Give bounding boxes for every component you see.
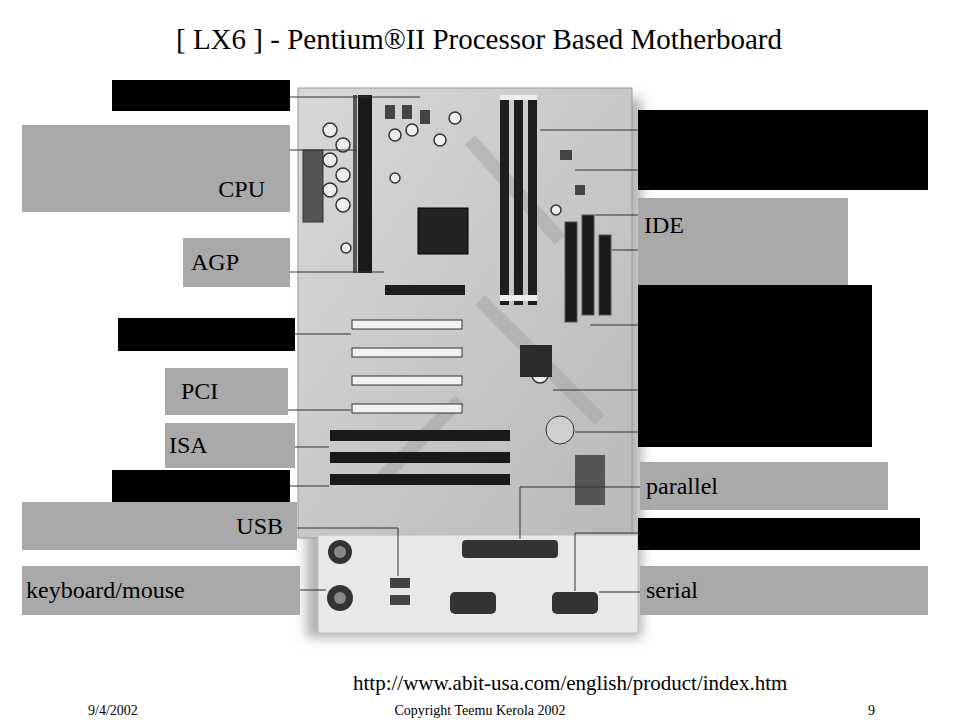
ps2-ports — [327, 540, 353, 611]
source-url: http://www.abit-usa.com/english/product/… — [353, 672, 787, 695]
chipset — [520, 345, 552, 377]
part-label: USB — [236, 513, 283, 539]
part-label: AGP — [191, 249, 239, 275]
isa-slots — [330, 430, 510, 485]
part-label: serial — [646, 577, 698, 603]
chipset — [418, 208, 468, 254]
part-label: IDE — [644, 212, 684, 238]
label-box: PCI — [165, 368, 288, 415]
label-box: serial — [640, 566, 928, 615]
memory-slots — [500, 95, 537, 305]
label-box: USB — [22, 502, 297, 550]
part-label: keyboard/mouse — [26, 577, 185, 603]
label-box: CPU — [22, 125, 290, 212]
ide-connectors — [565, 215, 611, 322]
part-label: ISA — [169, 432, 208, 458]
label-box: IDE — [638, 198, 848, 285]
capacitors — [323, 112, 561, 383]
footer-text: 9 — [868, 703, 875, 718]
agp-slot — [385, 285, 465, 295]
back-panel — [318, 535, 638, 633]
leader-line — [288, 97, 640, 592]
circuit-board — [298, 88, 632, 538]
part-label: CPU — [218, 176, 265, 202]
label-box: ISA — [165, 423, 295, 468]
label-box: keyboard/mouse — [22, 566, 300, 615]
label-box: AGP — [183, 238, 290, 287]
footer-text: 9/4/2002 — [88, 703, 138, 718]
power-connector — [303, 150, 323, 222]
battery — [546, 416, 574, 444]
footer-text: Copyright Teemu Kerola 2002 — [394, 703, 565, 718]
serial-port — [450, 592, 496, 614]
serial-port — [552, 592, 598, 614]
parallel-port — [462, 540, 558, 558]
jumper-block — [575, 455, 605, 505]
label-box: parallel — [640, 462, 888, 510]
cpu-slot — [358, 95, 372, 273]
pci-slots — [352, 320, 462, 413]
usb-ports — [390, 578, 410, 605]
part-label: PCI — [181, 378, 218, 404]
slide-title: [ LX6 ] - Pentium®II Processor Based Mot… — [176, 24, 782, 56]
part-label: parallel — [646, 473, 718, 499]
